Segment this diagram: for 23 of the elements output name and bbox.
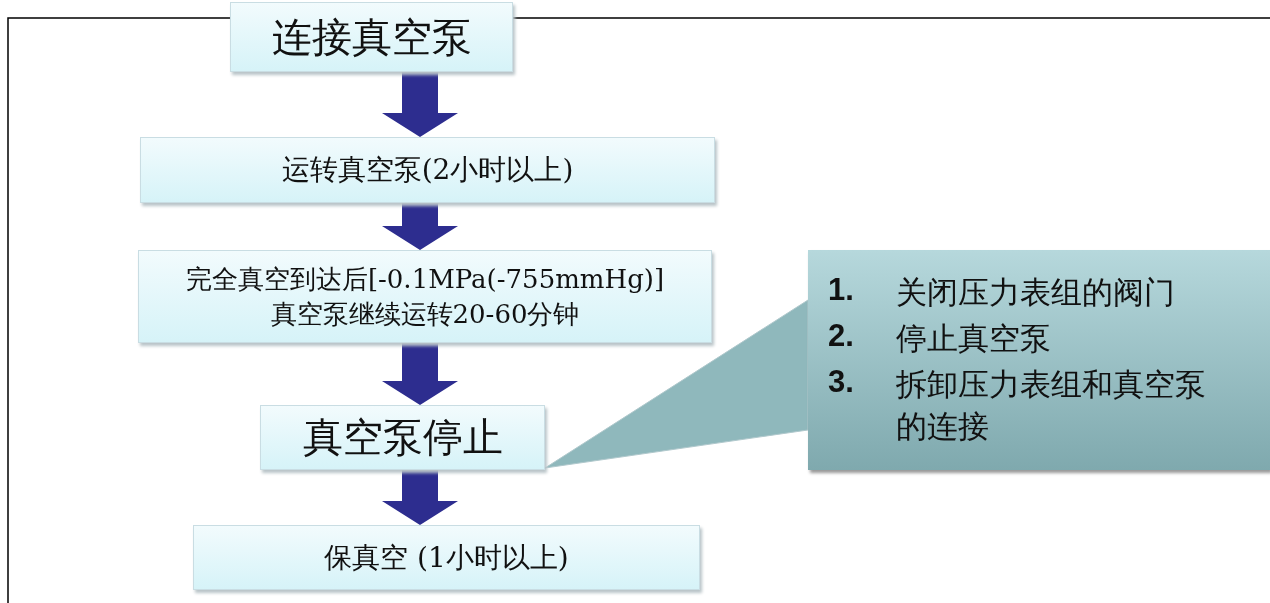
step-text: 保真空 (1小时以上) xyxy=(324,539,569,576)
step-text: 运转真空泵(2小时以上) xyxy=(281,152,574,188)
list-number: 2. xyxy=(828,318,855,355)
step-text: 连接真空泵 xyxy=(271,12,472,62)
step-text: 完全真空到达后[-0.1MPa(-755mmHg)] xyxy=(185,262,665,296)
callout-pointer xyxy=(544,299,809,469)
arrow xyxy=(382,203,458,250)
step-text: 真空泵继续运转20-60分钟 xyxy=(270,297,580,331)
list-item: 拆卸压力表组和真空泵的连接 xyxy=(896,365,1207,446)
arrow xyxy=(382,343,458,405)
step-text: 真空泵停止 xyxy=(302,413,503,462)
list-item: 关闭压力表组的阀门 xyxy=(896,273,1176,312)
list-number: 3. xyxy=(828,364,855,401)
list-item: 停止真空泵 xyxy=(896,319,1052,358)
process-box xyxy=(260,405,545,470)
process-box xyxy=(138,250,712,343)
arrow xyxy=(382,72,458,137)
process-box xyxy=(193,525,700,590)
callout-box xyxy=(808,250,1270,470)
process-box xyxy=(140,137,715,203)
process-box xyxy=(230,2,513,72)
list-number: 1. xyxy=(828,272,855,309)
arrow xyxy=(382,470,458,525)
